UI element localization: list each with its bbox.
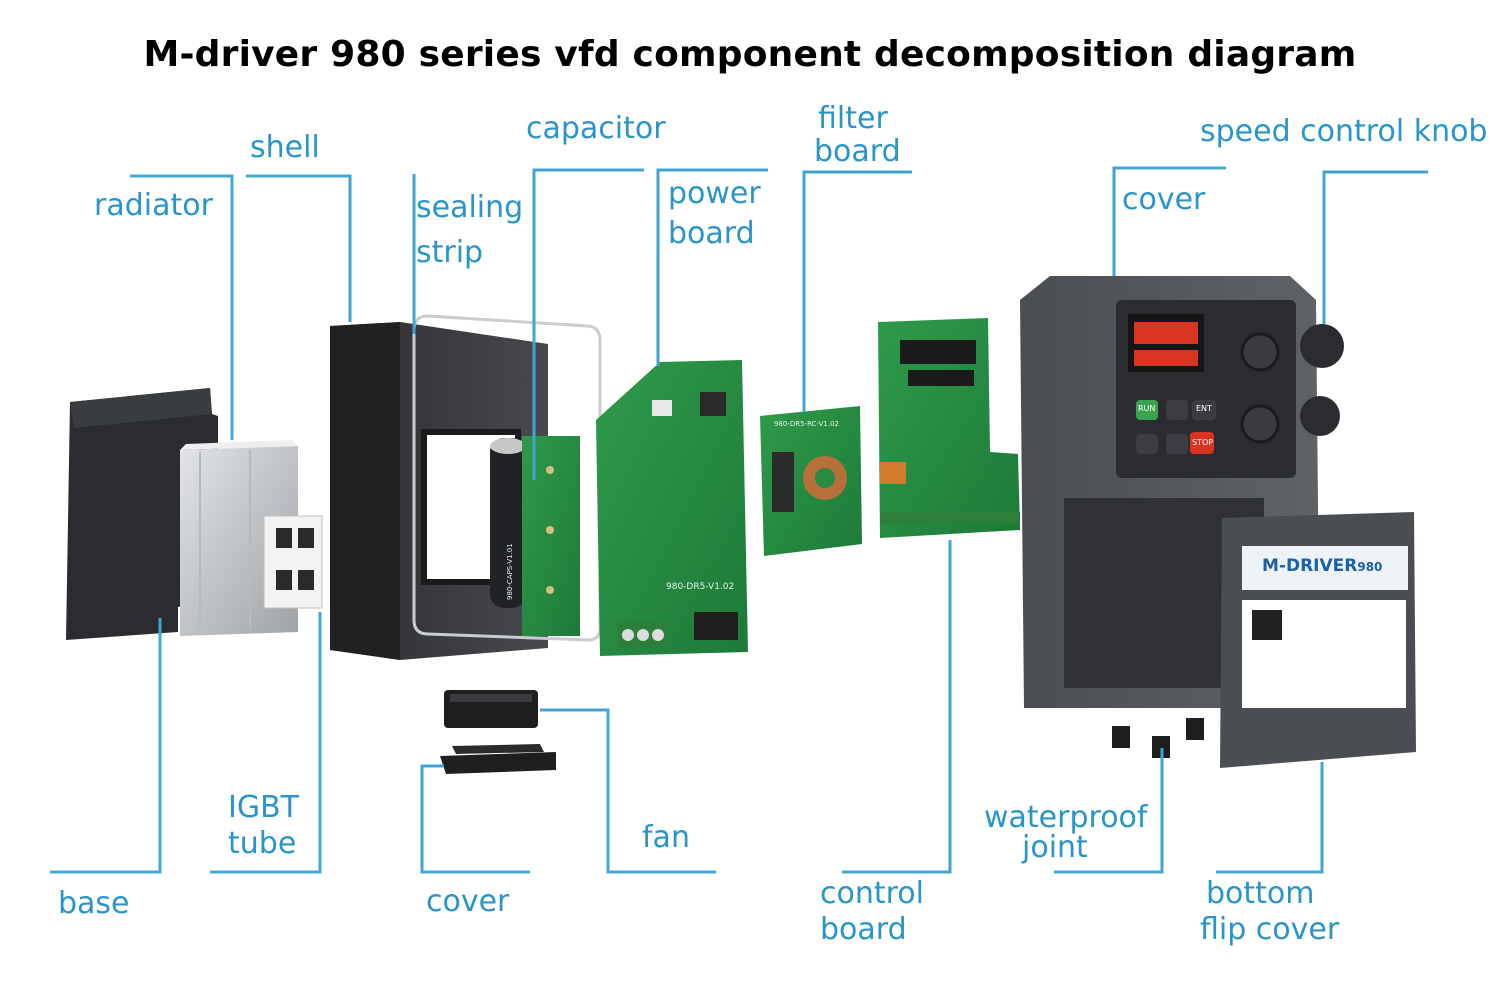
leader-cover-bottom [420,764,530,874]
label-waterproof-joint-line2: joint [1022,830,1088,865]
power-board-mark: 980-DR5-V1.02 [666,582,735,592]
label-igbt-tube-line1: IGBT [228,790,300,825]
keypad-run-key: RUN [1138,404,1156,413]
leader-shell [246,174,352,322]
leader-bottom-flip [1216,762,1324,874]
label-control-board-line1: control [820,876,924,911]
label-sealing-strip-line2: strip [416,235,484,270]
label-filter-board-line1: filter [818,101,888,136]
label-bottom-flip-cover-line2: flip cover [1200,912,1340,947]
leader-lines [50,166,1428,874]
keypad-ent-key: ENT [1196,404,1212,413]
waterproof-joint [1112,718,1204,758]
label-cover-bottom: cover [426,884,510,919]
filter-board [760,406,862,556]
label-bottom-flip-cover-line1: bottom [1206,876,1315,911]
label-speed-control-knob: speed control knob [1200,114,1488,149]
label-power-board-line2: board [668,216,755,251]
label-radiator: radiator [94,188,213,223]
leader-speed-knob [1322,170,1428,324]
speed-control-knob [1300,324,1344,436]
leader-cover-top [1112,166,1226,276]
brand-logo-text: M-DRIVER980 [1262,556,1382,576]
leader-power-board [656,168,768,366]
label-capacitor: capacitor [526,111,666,146]
label-cover-top: cover [1122,182,1206,217]
label-control-board-line2: board [820,912,907,947]
filter-board-mark: 980-DR5-RC-V1.02 [774,420,840,428]
igbt-tube [263,515,323,609]
brand-model: 980 [1357,560,1383,574]
label-power-board-line1: power [668,176,761,211]
diagram-title: M-driver 980 series vfd component decomp… [143,34,1357,75]
power-board [596,360,748,656]
label-filter-board-line2: board [814,134,901,169]
label-waterproof-joint-line1: waterproof [984,800,1148,835]
leader-capacitor [532,168,644,480]
leader-waterproof [1054,748,1164,874]
fan [444,690,538,728]
label-fan: fan [642,820,690,855]
capacitor-bank [490,436,580,636]
keypad-stop-key: STOP [1192,438,1214,447]
fan-cover [440,744,556,774]
leader-radiator [130,174,234,440]
label-igbt-tube-line2: tube [228,826,297,861]
leader-igbt [210,612,322,874]
label-sealing-strip-line1: sealing [416,190,524,225]
leader-fan [540,708,716,874]
leader-control-board [842,540,952,874]
brand-name: M-DRIVER [1262,556,1358,576]
leader-filter-board [802,170,912,412]
leader-base [50,618,162,874]
bottom-flip-cover [1220,512,1416,768]
capacitor-board-mark: 980-CAPS-V1.01 [506,543,514,600]
label-shell: shell [250,130,320,165]
label-base: base [58,886,130,921]
control-board [878,318,1020,538]
